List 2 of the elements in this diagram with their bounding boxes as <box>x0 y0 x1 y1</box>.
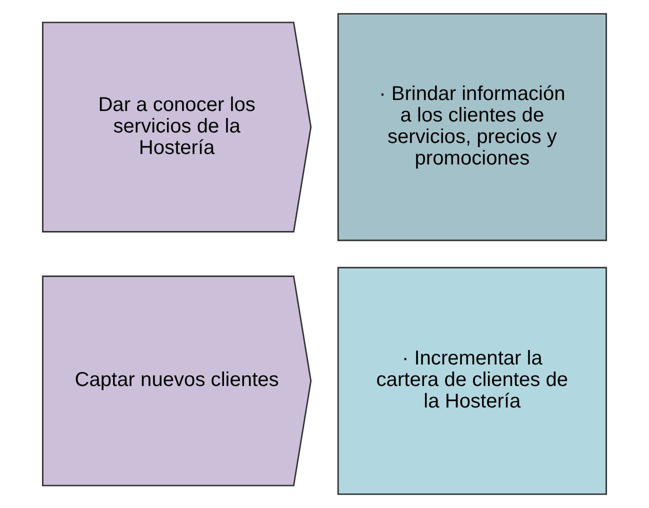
node-box: · Incrementar la cartera de clientes de la Hostería <box>337 266 607 495</box>
node-box: · Brindar información a los clientes de servicios, precios y promociones <box>337 13 607 242</box>
